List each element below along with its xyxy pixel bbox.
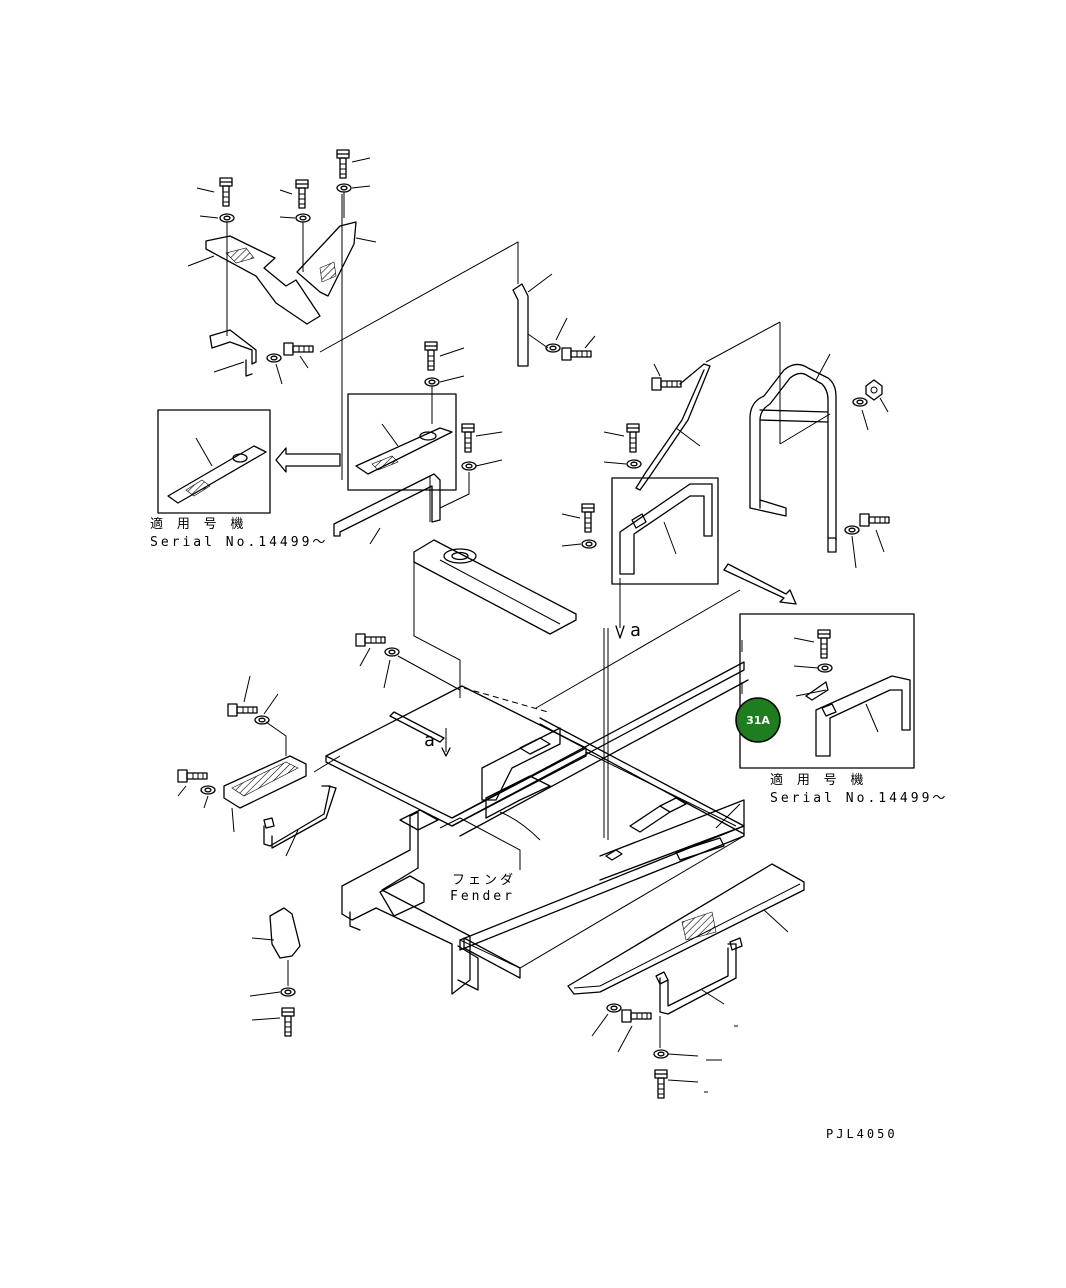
- inset-right-line1: 適 用 号 機: [770, 772, 866, 788]
- main-frame: フェンダ Fender: [325, 661, 749, 995]
- upper-left-step-assembly: [187, 149, 377, 385]
- view-mark-a-1: a: [630, 620, 644, 641]
- callout-label: 31A: [746, 714, 770, 727]
- center-step-assembly: [333, 341, 503, 545]
- inset-right-line2: Serial No.14499～: [770, 791, 948, 806]
- lower-right-step-assembly: [567, 863, 805, 1099]
- lower-left-bracket: [249, 907, 301, 1037]
- drawing-number: PJL4050: [826, 1127, 898, 1141]
- callout-31a[interactable]: 31A: [735, 697, 781, 743]
- left-inset: 適 用 号 機 Serial No.14499～: [150, 409, 341, 550]
- right-inset: 適 用 号 機 Serial No.14499～: [739, 613, 948, 806]
- inset-left-line1: 適 用 号 機: [150, 516, 246, 532]
- handrail-assembly: [635, 321, 890, 569]
- upper-cross-beam: [413, 539, 577, 635]
- strap-bracket: [512, 273, 596, 367]
- fender-label-en: Fender: [450, 889, 515, 904]
- inset-left-line2: Serial No.14499～: [150, 535, 328, 550]
- center-right-cover: [561, 423, 719, 639]
- fender-label-jp: フェンダ: [452, 873, 516, 888]
- left-step-assembly: [177, 633, 461, 857]
- view-mark-a-2: a: [424, 730, 438, 751]
